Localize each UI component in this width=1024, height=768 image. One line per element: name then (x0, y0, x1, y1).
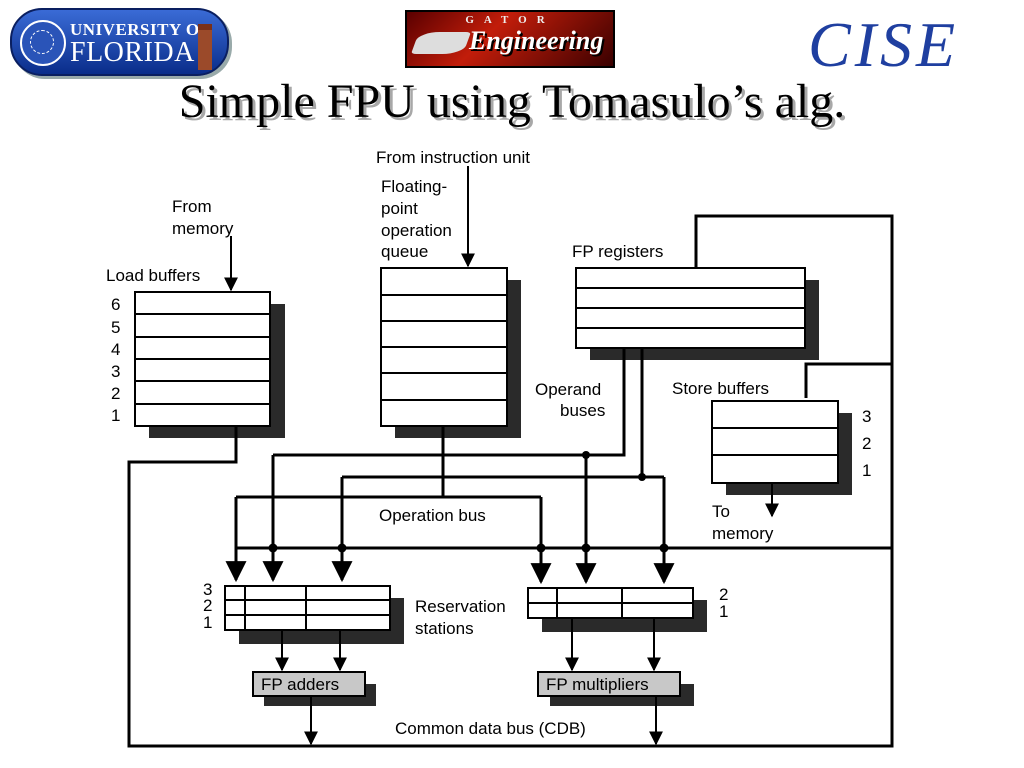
cdb-to-store-buffers (804, 362, 892, 398)
load-buffer-number: 6 (111, 295, 120, 314)
to-memory-label-1: To (712, 502, 730, 521)
to-memory-label-2: memory (712, 524, 774, 543)
eng-logo-top: GATOR (465, 14, 555, 26)
uf-logo-line1: UNIVERSITY OF (70, 20, 211, 39)
gator-engineering-logo: GATOR Engineering (405, 10, 615, 68)
common-data-bus-line (127, 214, 894, 748)
store-buffer-number: 3 (862, 407, 871, 426)
fp-registers (575, 267, 806, 349)
store-buffers (711, 400, 839, 484)
university-of-florida-logo: UNIVERSITY OF FLORIDA (10, 8, 229, 76)
fp-queue-label-2: point (381, 199, 418, 218)
from-instruction-unit-label: From instruction unit (376, 148, 530, 167)
adder-rs-number: 3 (203, 580, 212, 599)
operand-buses-label-2: buses (560, 401, 605, 420)
fp-multipliers-label: FP multipliers (546, 675, 649, 694)
multiplier-reservation-stations (527, 587, 694, 619)
fp-registers-label: FP registers (572, 242, 663, 261)
fp-multipliers-box (537, 671, 681, 697)
fp-queue-label-1: Floating- (381, 177, 447, 196)
adder-rs-number: 1 (203, 613, 212, 632)
operand-buses-label-1: Operand (535, 380, 601, 399)
store-buffer-number: 1 (862, 461, 871, 480)
fp-operation-queue (380, 267, 508, 427)
adder-rs-number: 2 (203, 596, 212, 615)
eng-logo-main: Engineering (469, 26, 604, 55)
fp-queue-label-4: queue (381, 242, 428, 261)
adder-reservation-stations (224, 585, 391, 631)
fp-adders-label: FP adders (261, 675, 339, 694)
store-buffers-label: Store buffers (672, 379, 769, 398)
reservation-stations-label-2: stations (415, 619, 474, 638)
operation-bus-label: Operation bus (379, 506, 486, 525)
century-tower-icon (198, 24, 212, 70)
fp-queue-label-3: operation (381, 221, 452, 240)
load-buffers (134, 291, 271, 427)
from-memory-label-2: memory (172, 219, 234, 238)
junction-dots (268, 451, 669, 553)
mult-rs-number: 2 (719, 585, 728, 604)
load-buffers-label: Load buffers (106, 266, 200, 285)
reservation-stations-label-1: Reservation (415, 597, 506, 616)
load-buffer-number: 1 (111, 406, 120, 425)
slide-title: Simple FPU using Tomasulo’s alg. (178, 75, 846, 128)
from-memory-label-1: From (172, 197, 212, 216)
cise-logo: CISE (808, 9, 960, 80)
mult-rs-number: 1 (719, 602, 728, 621)
store-buffer-number: 2 (862, 434, 871, 453)
load-buffer-number: 2 (111, 384, 120, 403)
load-buffer-number: 3 (111, 362, 120, 381)
operand-bus-1 (273, 348, 626, 457)
load-buffer-number: 5 (111, 318, 120, 337)
fp-adders-box (252, 671, 366, 697)
cdb-label: Common data bus (CDB) (395, 719, 586, 738)
uf-logo-line2: FLORIDA (70, 37, 195, 68)
load-buffer-number: 4 (111, 340, 120, 359)
university-seal-icon (20, 20, 66, 66)
